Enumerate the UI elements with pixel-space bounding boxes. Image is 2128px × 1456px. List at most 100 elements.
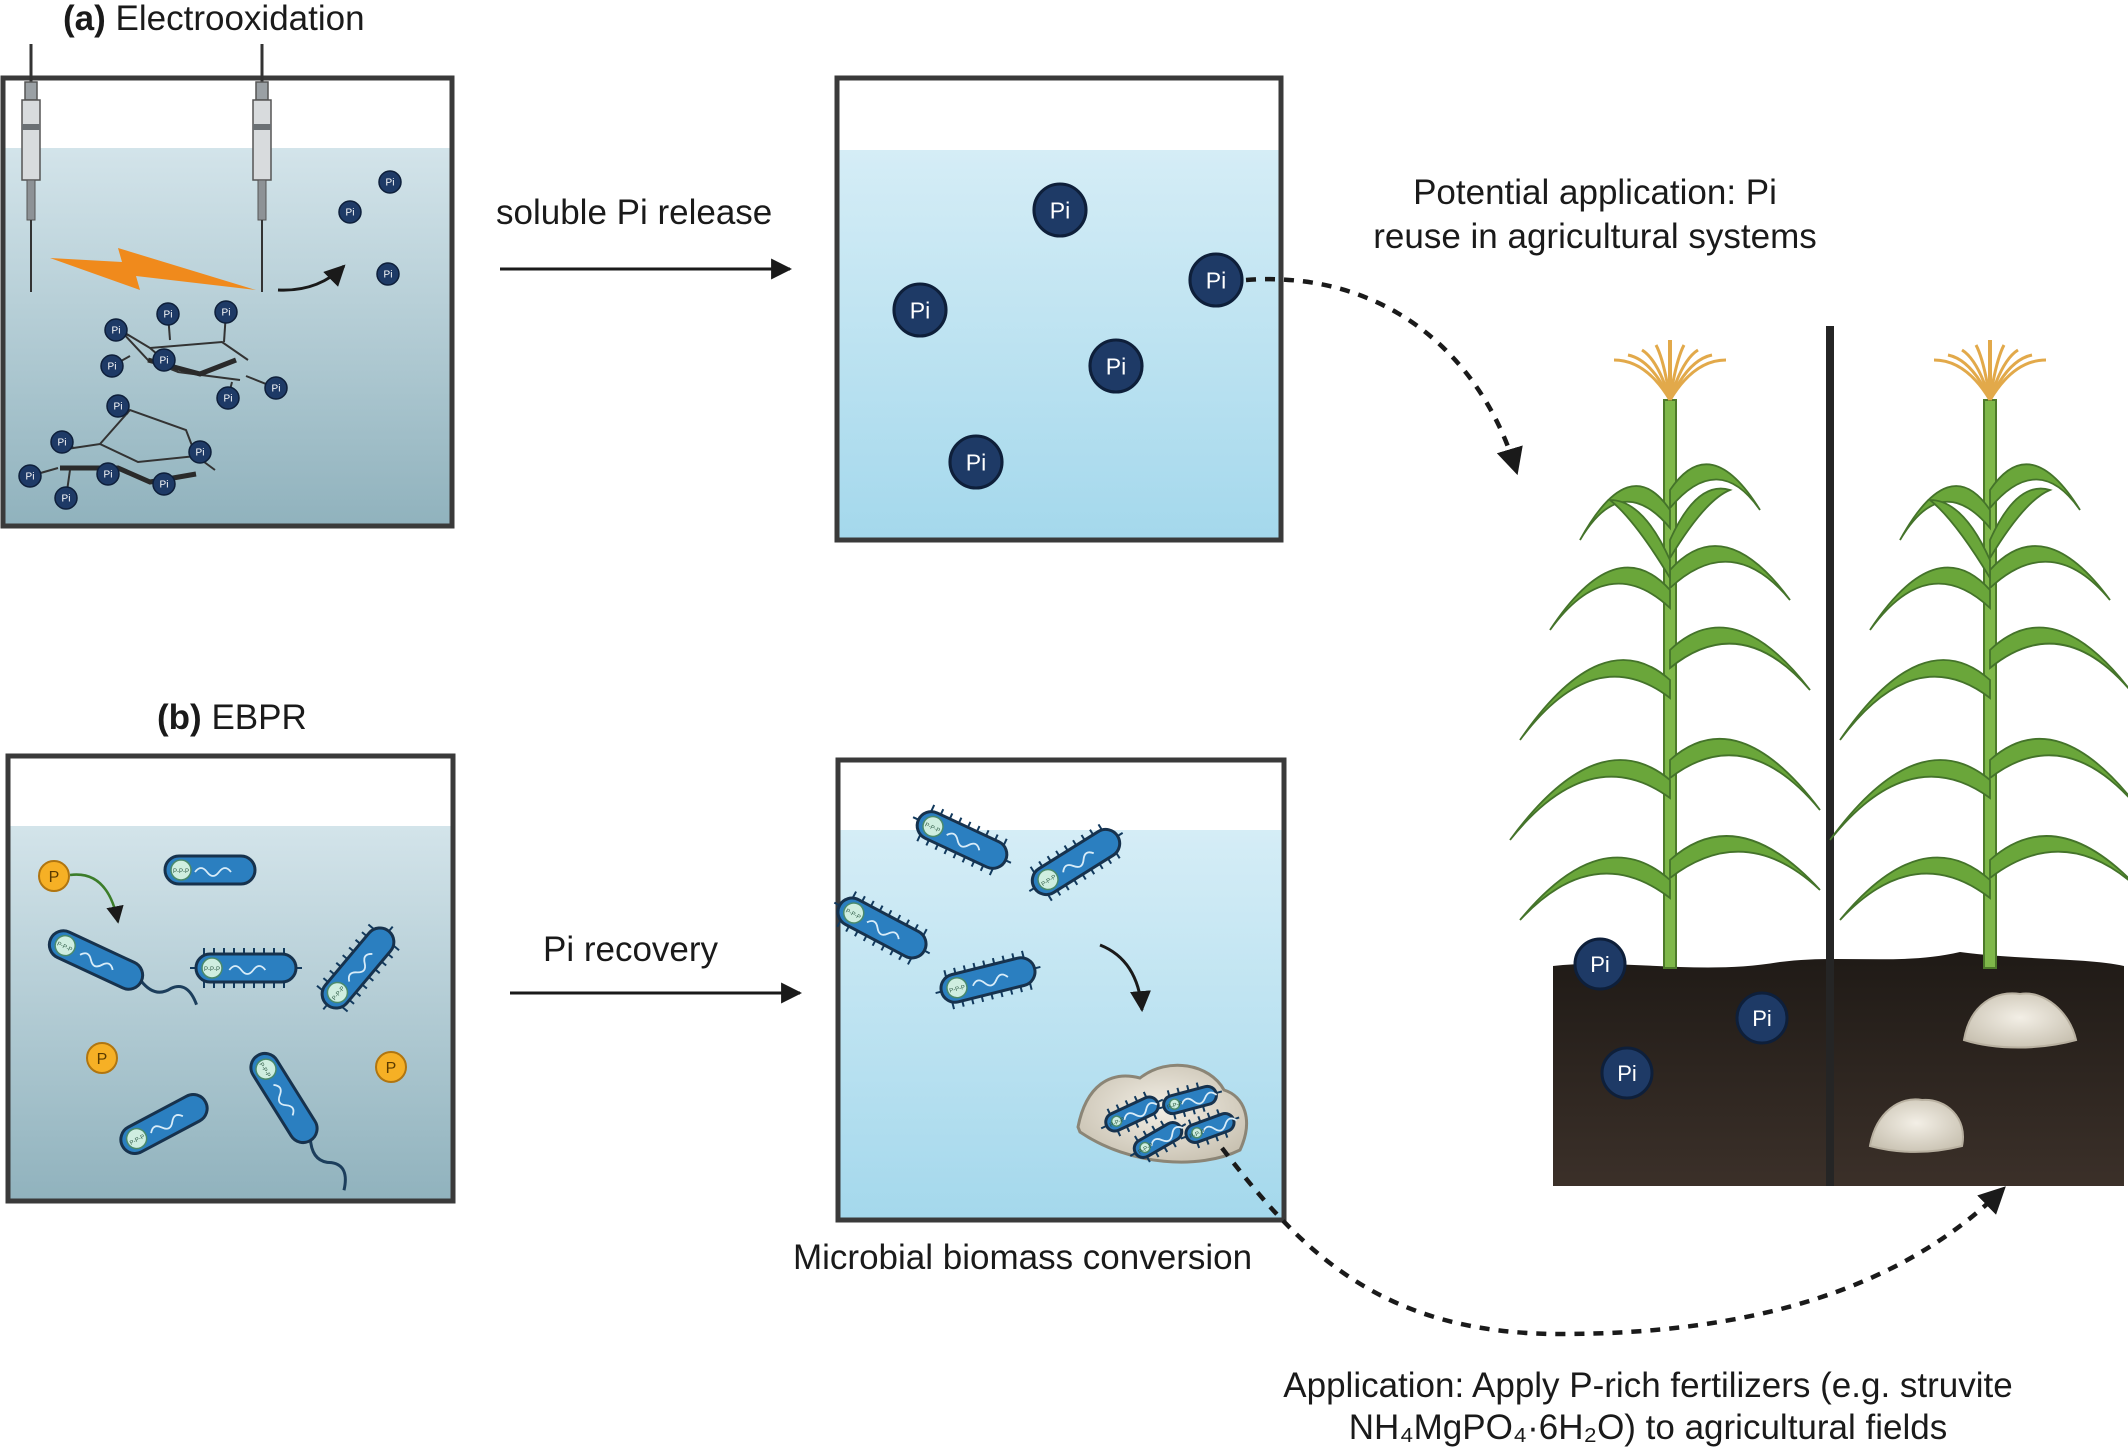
phosphate-ion: P [86,1042,118,1074]
bacterium: P-P-P [1180,1109,1240,1149]
fertilizer-application-line-1: Application: Apply P-rich fertilizers (e… [1283,1366,2013,1405]
free-pi-ion: Pi [1088,338,1144,394]
ion-label: Pi [160,356,169,367]
small-pi-ion: Pi [100,354,124,378]
ion-label: Pi [108,362,117,373]
polyp-label: P-P-P [1167,1101,1184,1111]
small-pi-ion: Pi [106,394,130,418]
ion-label: Pi [224,394,233,405]
ion-label: Pi [1617,1061,1637,1086]
bacterium: P-P-P [249,1051,347,1191]
ion-label: Pi [1590,952,1610,977]
ion-label: Pi [164,310,173,321]
recovery-label: Pi recovery [543,930,719,969]
phosphate-label: P [49,869,60,886]
potential-application-line-1: Potential application: Pi [1413,173,1777,212]
electrode-left [21,44,41,292]
corn-plant-right [1829,340,2128,969]
ion-label: Pi [222,308,231,319]
free-pi-ion: Pi [1032,182,1088,238]
release-arrow [277,264,346,292]
bacterium: P-P-P [47,929,198,1006]
electrooxidation-tank [0,75,455,529]
panel-b-name: EBPR [211,698,307,737]
fertilizer-dashed-arrow [1220,1146,2006,1337]
ion-label: Pi [58,438,67,449]
electrode-right [252,44,272,292]
potential-application-line-2: reuse in agricultural systems [1373,217,1817,256]
ion-label: Pi [1206,267,1226,293]
ion-label: Pi [160,480,169,491]
polyp-label: P-P-P [1189,1129,1206,1140]
phosphate-label: P [97,1051,108,1068]
small-pi-ion: Pi [216,386,240,410]
bacterium: P-P-P [190,948,302,988]
bacterium: P-P-P [119,1093,209,1155]
ion-label: Pi [386,178,395,189]
ion-label: Pi [62,494,71,505]
phosphate-ion: P [375,1051,407,1083]
small-pi-ion: Pi [152,472,176,496]
bacterium: P-P-P [912,804,1012,876]
small-pi-ion: Pi [50,430,74,454]
small-pi-ion: Pi [156,302,180,326]
ion-label: Pi [1050,197,1070,223]
small-pi-ion: Pi [18,464,42,488]
polyp-label: P-P-P [949,985,966,995]
soil-pi-ion: Pi [1600,1046,1654,1100]
bacterium: P-P-P [1028,823,1124,902]
free-pi-ion: Pi [948,434,1004,490]
panel-a-letter: (a) [63,0,106,38]
bacterium: P-P-P [163,854,257,886]
ion-label: Pi [1106,353,1126,379]
ion-label: Pi [272,384,281,395]
bacterium: P-P-P [833,891,931,965]
phosphate-label: P [386,1060,397,1077]
ion-label: Pi [384,270,393,281]
settling-arrow [1099,943,1151,1013]
biomass-conversion-label: Microbial biomass conversion [793,1238,1253,1277]
ion-label: Pi [114,402,123,413]
panel-b-letter: (b) [157,698,202,737]
polyp-label: P-P-P [173,869,189,875]
soil-pi-ion: Pi [1573,937,1627,991]
ion-label: Pi [910,297,930,323]
reuse-dashed-arrow [1245,276,1523,476]
ion-label: Pi [26,472,35,483]
small-pi-ion: Pi [378,170,402,194]
fertilizer-pile-right [1962,992,2078,1049]
fertilizer-pile-left [1868,1098,1964,1153]
free-pi-ion: Pi [892,282,948,338]
ion-label: Pi [1752,1006,1772,1031]
ebpr-tank [5,753,456,1204]
small-pi-ion: Pi [188,440,212,464]
soil-pi-ion: Pi [1735,991,1789,1045]
lightning-bolt-icon [50,248,256,290]
ion-label: Pi [112,326,121,337]
bacterium: P-P-P [1157,1082,1223,1120]
field-divider [1826,326,1834,1186]
small-pi-ion: Pi [264,376,288,400]
fertilizer-application-line-2: NH₄MgPO₄·6H₂O) to agricultural fields [1348,1408,1948,1447]
small-pi-ion: Pi [152,348,176,372]
uptake-arrow [69,873,124,924]
panel-b-title: (b) EBPR [157,696,307,740]
ion-label: Pi [104,470,113,481]
bacterium: P-P-P [1100,1091,1164,1137]
small-pi-ion: Pi [338,200,362,224]
soluble-release-label: soluble Pi release [496,193,773,232]
panel-a-title: (a) Electrooxidation [63,0,365,41]
ion-label: Pi [966,449,986,475]
bacterium: P-P-P [316,923,400,1013]
bacterium: P-P-P [935,950,1041,1010]
free-pi-ion: Pi [1188,252,1244,308]
small-pi-ion: Pi [214,300,238,324]
small-pi-ion: Pi [104,318,128,342]
panel-a-name: Electrooxidation [115,0,365,38]
small-pi-ion: Pi [54,486,78,510]
corn-plant-left [1509,340,1821,969]
bacterium: P-P-P [1129,1120,1187,1163]
polyp-label: P-P-P [204,967,220,973]
